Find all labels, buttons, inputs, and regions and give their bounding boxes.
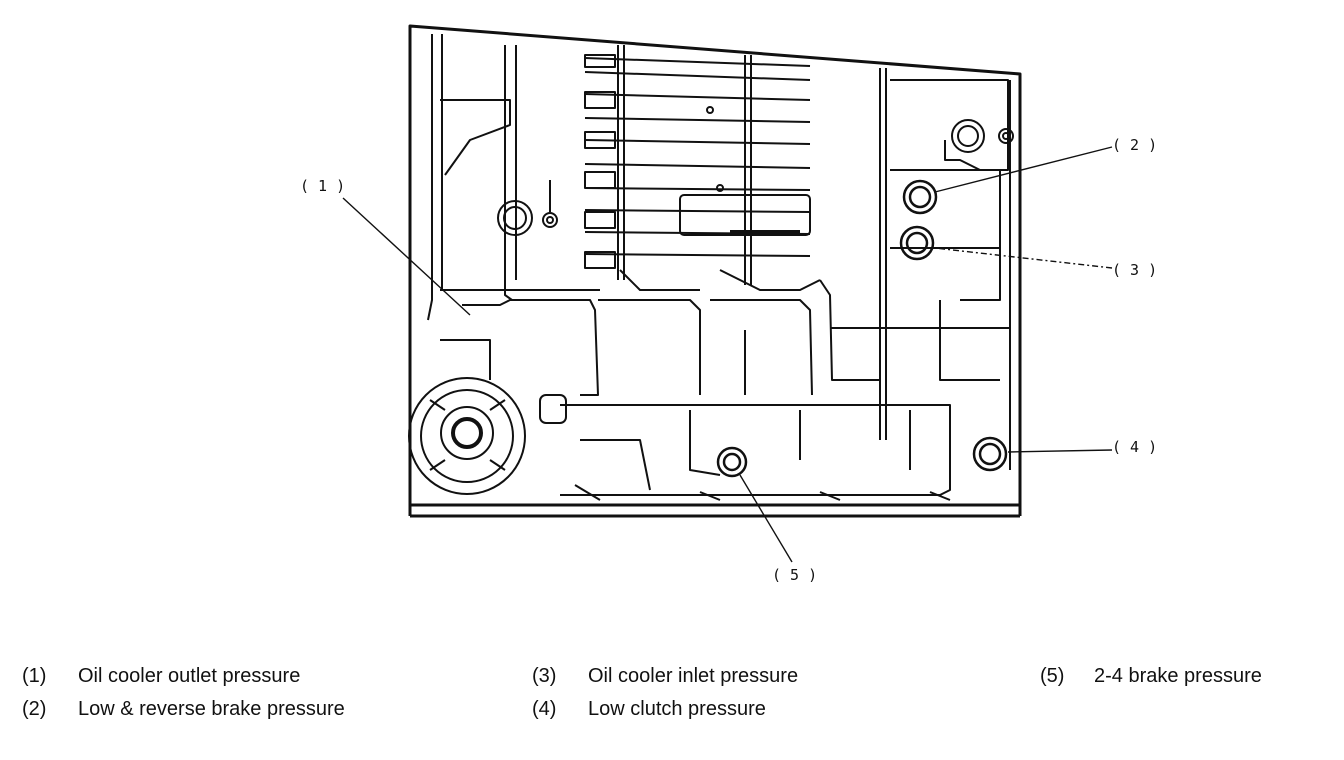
legend-text: 2-4 brake pressure: [1094, 665, 1262, 687]
legend-item: (3) Oil cooler inlet pressure: [532, 664, 798, 688]
filter-port: [408, 377, 526, 495]
callout-1: ( 1 ): [300, 177, 345, 195]
port-4: [972, 436, 1008, 472]
port-3: [899, 225, 935, 261]
legend-item: (2) Low & reverse brake pressure: [22, 697, 345, 721]
leader-2: [934, 146, 1113, 193]
leader-1: [342, 197, 471, 316]
legend-text: Low & reverse brake pressure: [78, 698, 345, 720]
legend-number: (5): [1040, 665, 1065, 687]
legend-text: Low clutch pressure: [588, 698, 766, 720]
legend-number: (1): [22, 665, 47, 687]
callout-2: ( 2 ): [1112, 136, 1157, 154]
leader-4: [1007, 449, 1113, 453]
transmission-case-diagram: ( 1 ) ( 2 ) ( 3 ) ( 4 ) ( 5 ): [300, 24, 1157, 584]
legend-text: Oil cooler outlet pressure: [78, 665, 301, 687]
leader-3: [934, 247, 1113, 269]
legend-item: (5) 2-4 brake pressure: [1040, 664, 1262, 688]
port-2: [902, 179, 938, 215]
leader-5: [739, 474, 793, 563]
port-5: [716, 446, 748, 478]
legend-item: (1) Oil cooler outlet pressure: [22, 664, 300, 688]
callout-3: ( 3 ): [1112, 261, 1157, 279]
legend-number: (3): [532, 665, 557, 687]
callout-4: ( 4 ): [1112, 438, 1157, 456]
legend-number: (4): [532, 698, 557, 720]
legend-number: (2): [22, 698, 47, 720]
valve-body-ribs: [584, 45, 887, 440]
legend-text: Oil cooler inlet pressure: [588, 665, 799, 687]
legend-item: (4) Low clutch pressure: [532, 697, 766, 721]
callout-5: ( 5 ): [772, 566, 817, 584]
